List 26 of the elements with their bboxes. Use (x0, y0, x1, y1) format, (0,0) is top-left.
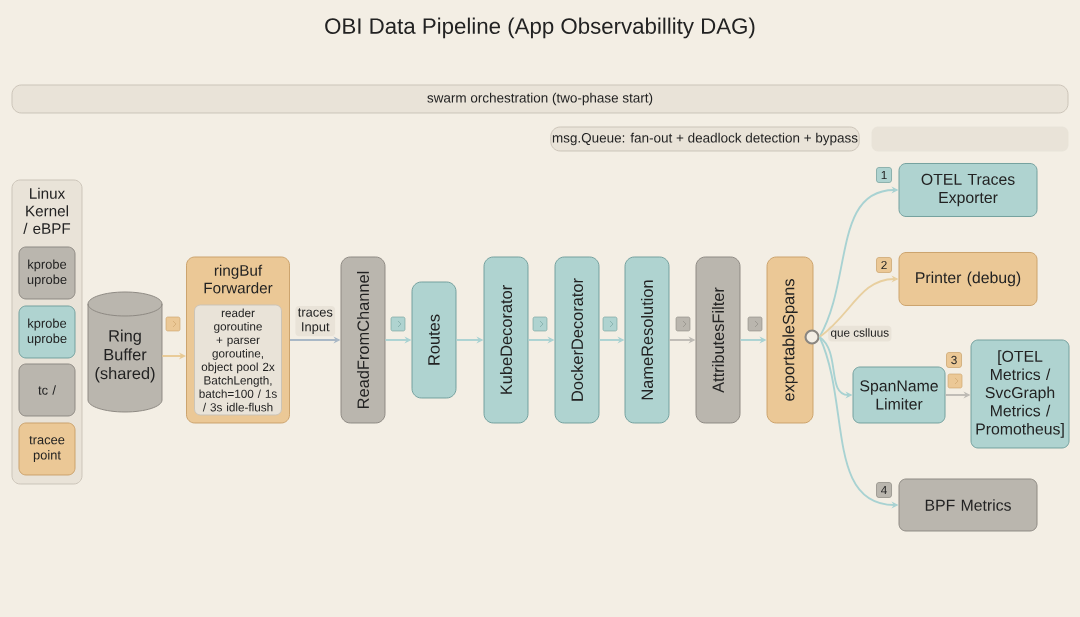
process-box: BPF Metrics (898, 478, 1038, 532)
edge-label: traces Input (295, 305, 336, 337)
stage-box: exportableSpans (766, 256, 814, 424)
callout-number: 1 (876, 167, 892, 183)
callout-number: 3 (946, 352, 962, 368)
process-box: tc / (18, 363, 76, 417)
process-box: OTEL Traces Exporter (898, 163, 1038, 217)
process-box: kprobe uprobe (18, 246, 76, 300)
process-box: SpanName Limiter (852, 366, 946, 424)
stage-box: DockerDecorator (554, 256, 600, 424)
title: OBI Data Pipeline (App Observabillity DAG) (325, 17, 755, 39)
callout-number: 4 (876, 482, 892, 498)
buffer-cylinder: Ring Buffer (shared) (87, 291, 163, 413)
stage-box: NameResolution (624, 256, 670, 424)
process-box: [OTEL Metrics / SvcGraph Metrics / Promotheus] (970, 339, 1070, 449)
banner-bar: swarm orchestration (two-phase start) (11, 84, 1069, 114)
process-box: tracee point (18, 422, 76, 476)
callout-number: 2 (876, 257, 892, 273)
stage-box: Routes (411, 281, 457, 399)
note-box: reader goroutine + parser goroutine, object pool 2x BatchLength, batch=100 / 1s / 3s idle-flush (194, 304, 282, 416)
process-box: kprobe uprobe (18, 305, 76, 359)
process-box: Printer (debug) (898, 252, 1038, 306)
stage-box: ReadFromChannel (340, 256, 386, 424)
stage-box: AttributesFilter (695, 256, 741, 424)
banner-bar: msg.Queue: fan-out + deadlock detection + bypass (550, 126, 860, 152)
stage-box: KubeDecorator (483, 256, 529, 424)
